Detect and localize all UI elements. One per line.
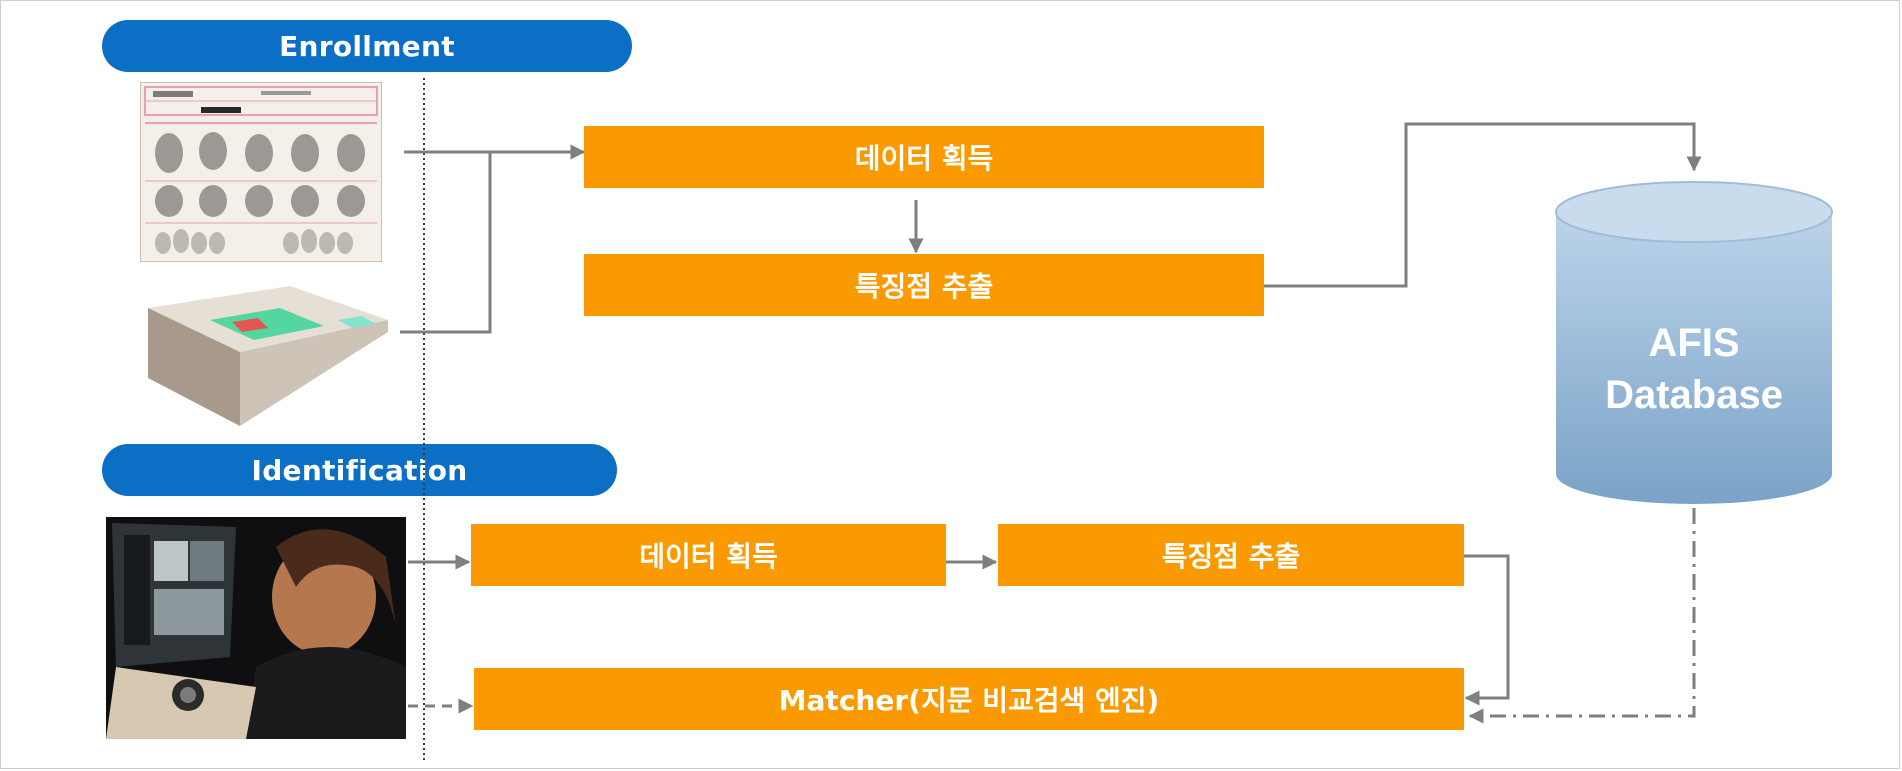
extract-to-database-connector [1264,122,1702,288]
scanner-to-acquire-connector [400,152,492,334]
enrollment-data-acquisition-box: 데이터 획득 [584,126,1264,188]
extract-to-matcher-connector [1464,554,1510,706]
identification-feature-extraction-box: 특징점 추출 [998,524,1464,586]
identification-header: Identification [102,444,617,496]
fingerprint-scanner-image [140,280,398,432]
matcher-box: Matcher(지문 비교검색 엔진) [474,668,1464,730]
identification-data-acquisition-box: 데이터 획득 [471,524,946,586]
database-to-matcher-connector [1468,508,1696,724]
enrollment-feature-extraction-box: 특징점 추출 [584,254,1264,316]
database-label-line1: AFIS [1648,321,1740,365]
afis-database-cylinder [1555,181,1833,504]
analyst-photo [106,517,406,739]
enrollment-header: Enrollment [102,20,632,72]
fingerprint-card-image [140,82,382,262]
database-label-line2: Database [1605,373,1783,417]
